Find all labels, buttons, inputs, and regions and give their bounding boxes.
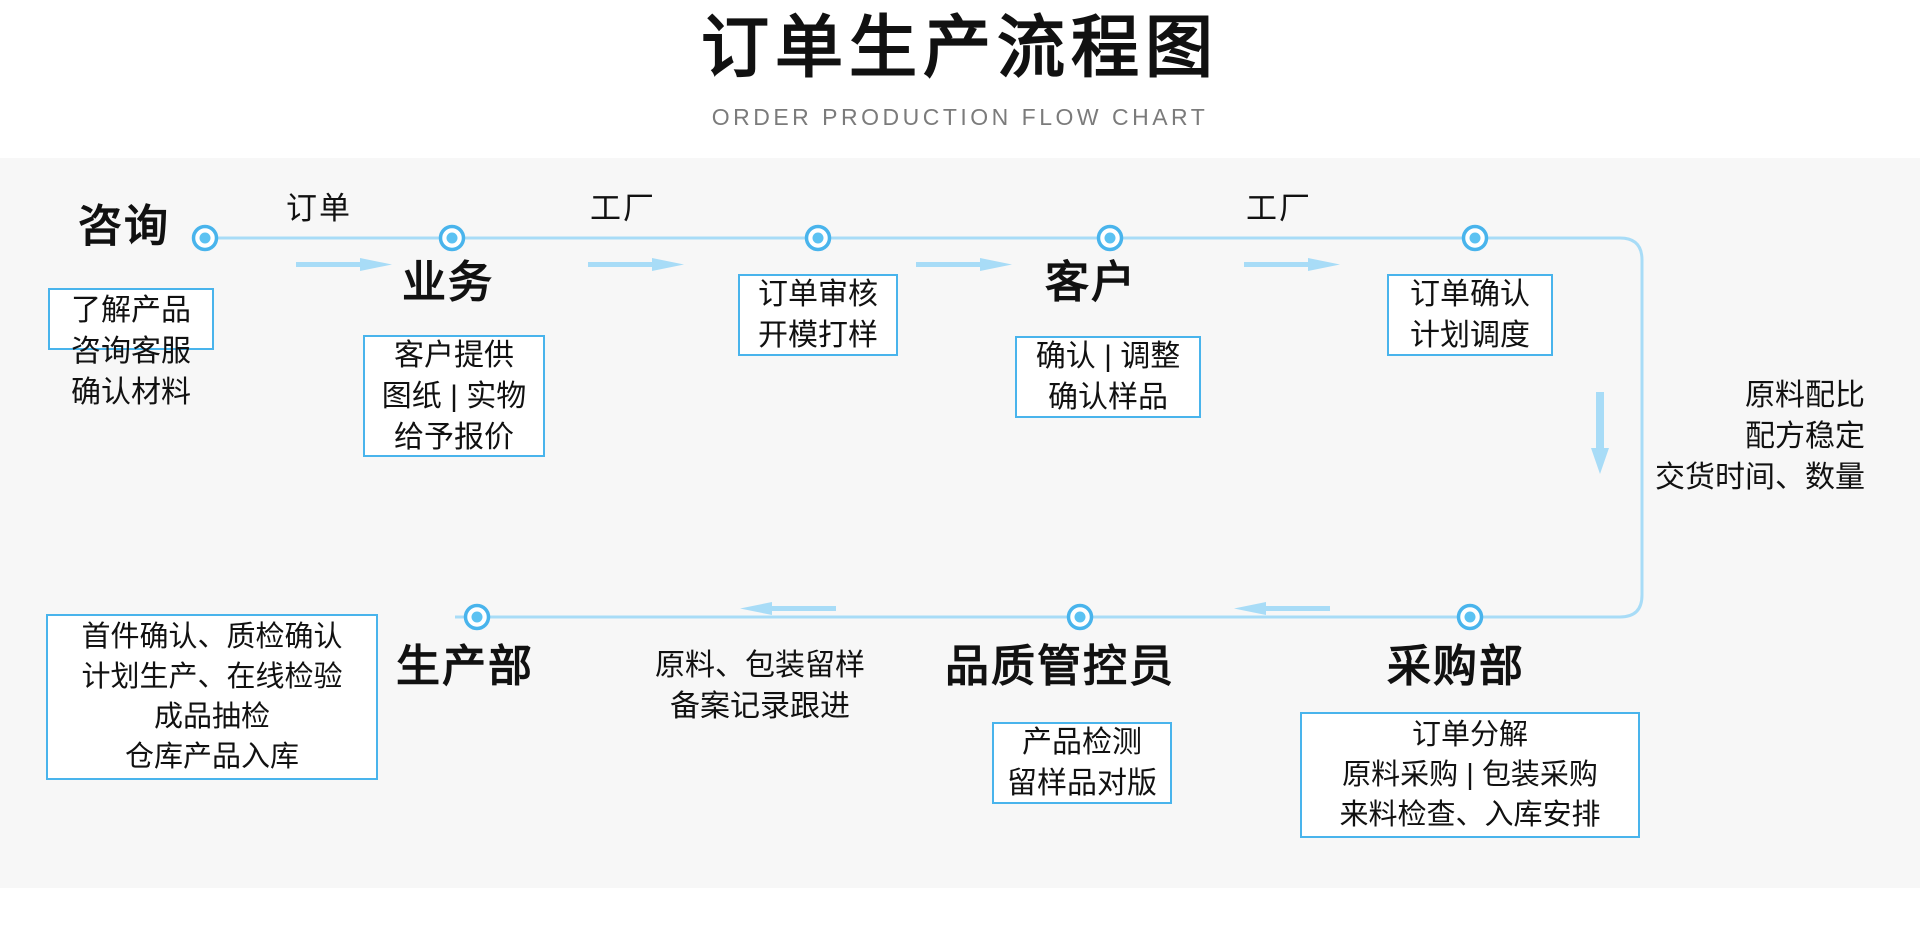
node-marker-top-3[interactable] bbox=[804, 224, 832, 252]
node-title-production: 生产部 bbox=[396, 642, 534, 691]
node-marker-top-1[interactable] bbox=[191, 224, 219, 252]
box-line: 确认样品 bbox=[1048, 381, 1168, 414]
node-box-customer: 确认 | 调整 确认样品 bbox=[1015, 336, 1201, 418]
box-line: 产品检测 bbox=[1022, 726, 1142, 759]
node-title-customer: 客户 bbox=[1045, 258, 1137, 307]
arrow-right-1 bbox=[296, 258, 392, 271]
box-line: 了解产品 bbox=[71, 294, 191, 327]
edge-label-order: 订单 bbox=[286, 191, 352, 226]
box-line: 图纸 | 实物 bbox=[381, 379, 527, 413]
note-line: 交货时间、数量 bbox=[1655, 461, 1865, 494]
arrow-right-2 bbox=[588, 258, 684, 271]
node-box-purchasing: 订单分解 原料采购 | 包装采购 来料检查、入库安排 bbox=[1300, 712, 1640, 838]
page-subtitle: ORDER PRODUCTION FLOW CHART bbox=[711, 104, 1209, 130]
header: 订单生产流程图 ORDER PRODUCTION FLOW CHART bbox=[0, 0, 1920, 158]
arrow-right-4 bbox=[1244, 258, 1340, 271]
right-elbow-connector bbox=[1470, 236, 1644, 619]
right-side-note: 原料配比 配方稳定 交货时间、数量 bbox=[1655, 375, 1865, 498]
note-line: 备案记录跟进 bbox=[670, 690, 850, 723]
edge-label-factory-1: 工厂 bbox=[590, 191, 656, 226]
note-line: 原料配比 bbox=[1745, 379, 1865, 412]
node-marker-bottom-3[interactable] bbox=[1456, 603, 1484, 631]
box-line: 计划生产、在线检验 bbox=[81, 661, 343, 693]
node-box-consult: 了解产品 咨询客服 确认材料 bbox=[48, 288, 214, 409]
node-marker-bottom-2[interactable] bbox=[1066, 603, 1094, 631]
node-box-order-review: 订单审核 开模打样 bbox=[738, 274, 898, 356]
arrow-right-3 bbox=[916, 258, 1012, 271]
node-marker-top-2[interactable] bbox=[438, 224, 466, 252]
note-line: 配方稳定 bbox=[1745, 420, 1865, 453]
node-title-sales: 业务 bbox=[402, 258, 494, 307]
box-line: 给予报价 bbox=[394, 420, 514, 454]
node-box-production: 首件确认、质检确认 计划生产、在线检验 成品抽检 仓库产品入库 bbox=[46, 614, 378, 780]
box-line: 开模打样 bbox=[758, 319, 878, 352]
arrow-left-2 bbox=[1234, 602, 1330, 615]
footer-spacer bbox=[0, 888, 1920, 945]
node-box-order-confirm: 订单确认 计划调度 bbox=[1387, 274, 1553, 356]
box-line: 首件确认、质检确认 bbox=[81, 621, 343, 653]
edge-label-factory-2: 工厂 bbox=[1246, 191, 1312, 226]
box-line: 确认 | 调整 bbox=[1035, 340, 1181, 373]
node-box-sales: 客户提供 图纸 | 实物 给予报价 bbox=[363, 335, 545, 457]
bottom-mid-note: 原料、包装留样 备案记录跟进 bbox=[655, 645, 865, 727]
node-title-consult: 咨询 bbox=[78, 202, 170, 251]
box-line: 订单审核 bbox=[758, 278, 878, 311]
box-line: 计划调度 bbox=[1410, 319, 1530, 352]
box-line: 订单确认 bbox=[1410, 278, 1530, 311]
node-title-quality: 品质管控员 bbox=[945, 642, 1175, 691]
page-title: 订单生产流程图 bbox=[700, 10, 1219, 86]
node-marker-top-4[interactable] bbox=[1096, 224, 1124, 252]
box-line: 确认材料 bbox=[71, 376, 191, 409]
box-line: 客户提供 bbox=[394, 338, 514, 372]
node-title-purchasing: 采购部 bbox=[1387, 642, 1525, 691]
box-line: 订单分解 bbox=[1411, 719, 1528, 751]
box-line: 留样品对版 bbox=[1007, 767, 1157, 800]
arrow-down-right bbox=[1591, 392, 1609, 474]
note-line: 原料、包装留样 bbox=[655, 649, 865, 682]
box-line: 成品抽检 bbox=[153, 701, 270, 733]
node-marker-bottom-1[interactable] bbox=[463, 603, 491, 631]
arrow-left-1 bbox=[740, 602, 836, 615]
box-line: 仓库产品入库 bbox=[124, 741, 299, 773]
box-line: 咨询客服 bbox=[71, 335, 191, 368]
node-box-quality: 产品检测 留样品对版 bbox=[992, 722, 1172, 804]
node-marker-top-5[interactable] bbox=[1461, 224, 1489, 252]
box-line: 来料检查、入库安排 bbox=[1339, 799, 1601, 831]
box-line: 原料采购 | 包装采购 bbox=[1342, 759, 1598, 791]
